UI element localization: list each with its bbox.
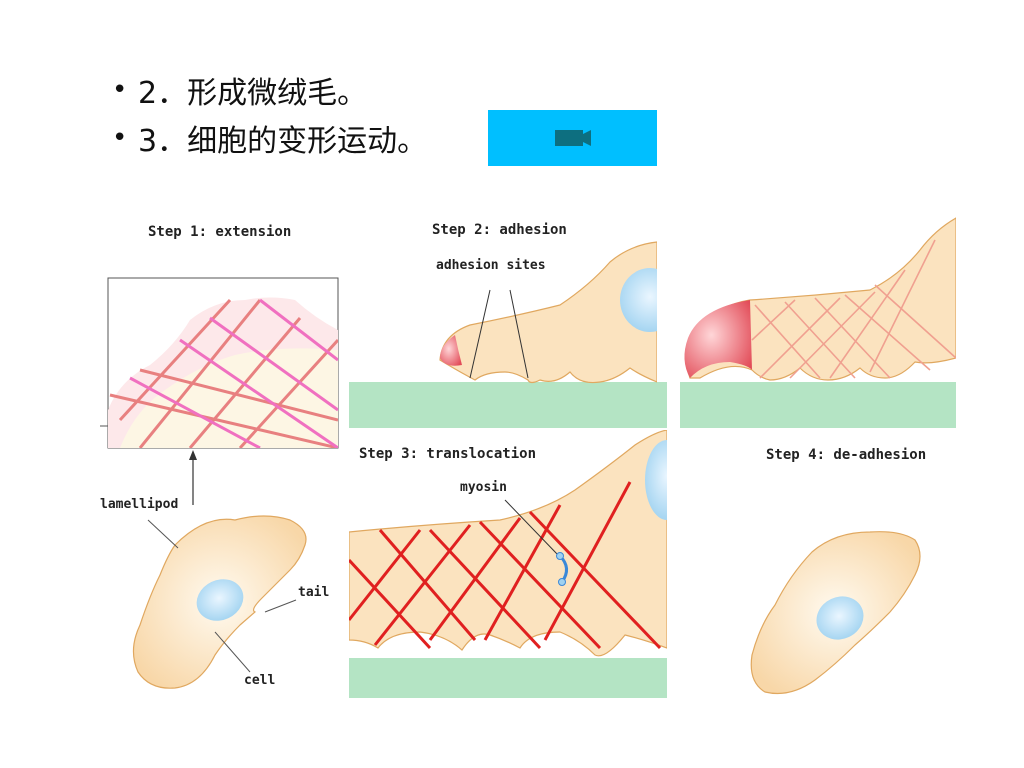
step1-inset [100,277,339,505]
cell-label: cell [244,673,276,688]
step3-title: Step 3: translocation [359,446,537,462]
step2-panel [349,241,667,428]
myosin-label: myosin [460,480,507,495]
bullet-text: 3．细胞的变形运动。 [138,124,428,159]
step1-title: Step 1: extension [148,224,292,240]
bullet-item-2: • 3．细胞的变形运动。 [112,114,427,162]
bullet-text: 2．形成微绒毛。 [138,76,368,111]
bullet-marker: • [112,123,128,153]
step4-title: Step 4: de-adhesion [766,447,927,463]
bullet-marker: • [112,75,128,105]
step3-panel [349,430,667,698]
lamellipod-label: lamellipod [100,497,179,512]
step4-cell [750,531,921,695]
step2-title: Step 2: adhesion [432,222,567,238]
step2-panel-right [680,217,956,428]
bullet-item-1: • 2．形成微绒毛。 [112,66,427,114]
adhesion-sites-label: adhesion sites [436,258,546,273]
bullet-list: • 2．形成微绒毛。 • 3．细胞的变形运动。 [112,66,427,162]
tail-label: tail [298,585,330,600]
step1-cell [132,515,307,689]
video-play-button[interactable] [488,110,657,166]
video-camera-icon [554,130,591,146]
